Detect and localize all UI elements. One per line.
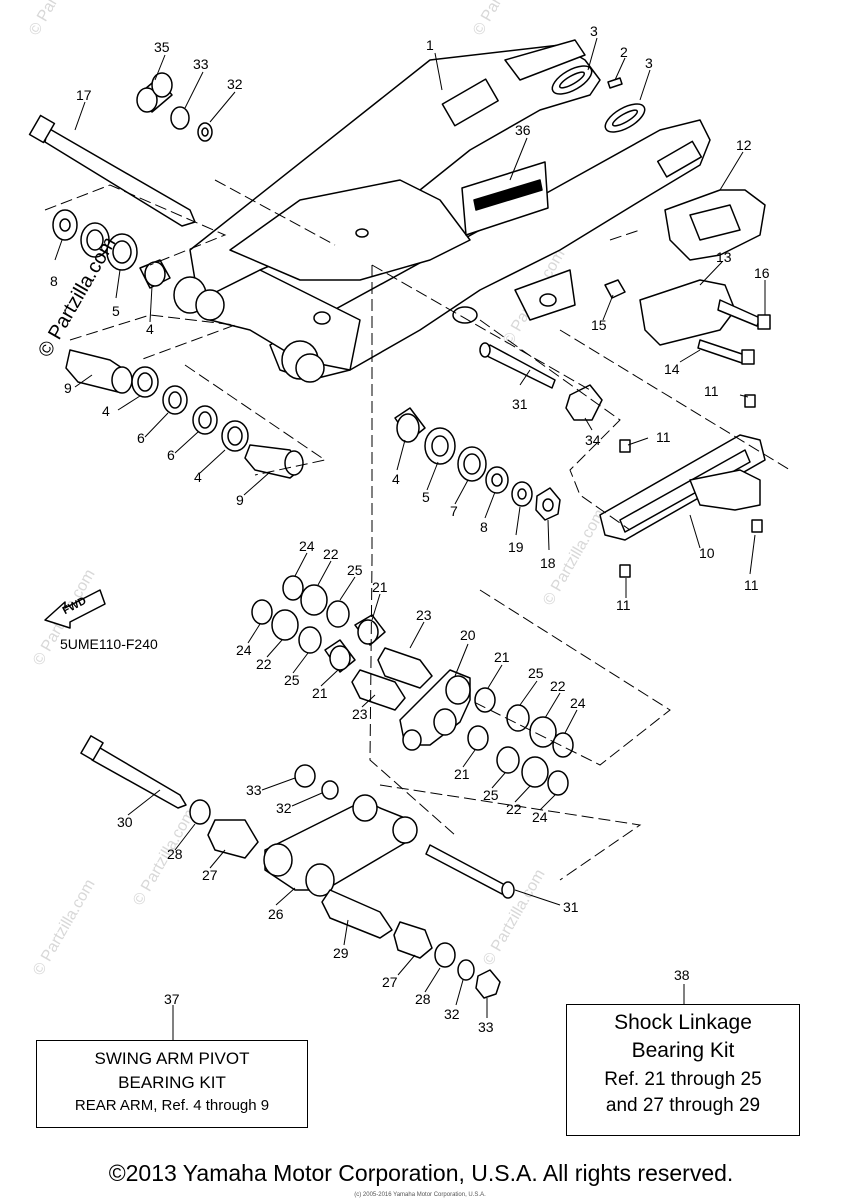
- callout-18: 18: [540, 555, 556, 571]
- callout-31: 31: [512, 396, 528, 412]
- callout-11: 11: [704, 383, 719, 399]
- callout-9: 9: [236, 492, 244, 508]
- callout-3: 3: [590, 23, 598, 39]
- callout-24: 24: [236, 642, 252, 658]
- callout-12: 12: [736, 137, 752, 153]
- copyright-footer: ©2013 Yamaha Motor Corporation, U.S.A. A…: [108, 1160, 734, 1186]
- kit-37-line1: SWING ARM PIVOT: [94, 1049, 250, 1068]
- callout-22: 22: [256, 656, 272, 672]
- callout-11: 11: [744, 577, 759, 593]
- part-code: 5UME110-F240: [60, 636, 158, 652]
- callout-4: 4: [102, 403, 110, 419]
- callout-11: 11: [656, 429, 671, 445]
- callout-25: 25: [347, 562, 363, 578]
- kit-38-line4: and 27 through 29: [605, 1095, 761, 1116]
- callout-23: 23: [352, 706, 368, 722]
- callout-25: 25: [528, 665, 544, 681]
- callout-26: 26: [268, 906, 284, 922]
- callout-21: 21: [372, 579, 388, 595]
- callout-27: 27: [202, 867, 218, 883]
- kit-37-box: SWING ARM PIVOT BEARING KIT REAR ARM, Re…: [36, 1040, 308, 1128]
- callout-31: 31: [563, 899, 579, 915]
- callout-34: 34: [585, 432, 601, 448]
- callout-23: 23: [416, 607, 432, 623]
- callout-22: 22: [323, 546, 339, 562]
- callout-15: 15: [591, 317, 607, 333]
- callout-32: 32: [276, 800, 292, 816]
- callout-11: 11: [616, 597, 631, 613]
- callout-21: 21: [494, 649, 510, 665]
- callout-8: 8: [50, 273, 58, 289]
- callout-29: 29: [333, 945, 349, 961]
- callout-4: 4: [194, 469, 202, 485]
- fine-print: (c) 2005-2016 Yamaha Motor Corporation, …: [354, 1192, 486, 1198]
- callout-22: 22: [506, 801, 522, 817]
- fwd-arrow-icon: [44, 589, 106, 629]
- callout-6: 6: [137, 430, 145, 446]
- callout-24: 24: [299, 538, 315, 554]
- callout-13: 13: [716, 249, 732, 265]
- kit-37-line3: REAR ARM, Ref. 4 through 9: [74, 1097, 270, 1114]
- kit-38-line2: Bearing Kit: [631, 1039, 735, 1062]
- callout-5: 5: [422, 489, 430, 505]
- callout-32: 32: [444, 1006, 460, 1022]
- kit-38-line3: Ref. 21 through 25: [604, 1069, 762, 1090]
- callout-24: 24: [570, 695, 586, 711]
- callout-16: 16: [754, 265, 770, 281]
- callout-30: 30: [117, 814, 133, 830]
- kit-38-box: Shock Linkage Bearing Kit Ref. 21 throug…: [566, 1004, 800, 1136]
- callout-3: 3: [645, 55, 653, 71]
- callout-24: 24: [532, 809, 548, 825]
- callout-25: 25: [483, 787, 499, 803]
- callout-25: 25: [284, 672, 300, 688]
- callout-21: 21: [312, 685, 328, 701]
- callout-37: 37: [164, 991, 180, 1007]
- callout-10: 10: [699, 545, 715, 561]
- callout-14: 14: [664, 361, 680, 377]
- callout-33: 33: [193, 56, 209, 72]
- callout-20: 20: [460, 627, 476, 643]
- callout-1: 1: [426, 37, 434, 53]
- callout-22: 22: [550, 678, 566, 694]
- callout-9: 9: [64, 380, 72, 396]
- callout-32: 32: [227, 76, 243, 92]
- callout-6: 6: [167, 447, 175, 463]
- callout-33: 33: [478, 1019, 494, 1035]
- kit-37-line2: BEARING KIT: [118, 1073, 226, 1092]
- callout-2: 2: [620, 44, 628, 60]
- callout-5: 5: [112, 303, 120, 319]
- callout-28: 28: [167, 846, 183, 862]
- kit-38-line1: Shock Linkage: [614, 1011, 752, 1034]
- callout-4: 4: [392, 471, 400, 487]
- callout-38: 38: [674, 967, 690, 983]
- callout-28: 28: [415, 991, 431, 1007]
- callout-8: 8: [480, 519, 488, 535]
- callout-35: 35: [154, 39, 170, 55]
- callout-17: 17: [76, 87, 92, 103]
- callout-27: 27: [382, 974, 398, 990]
- callout-21: 21: [454, 766, 470, 782]
- callout-36: 36: [515, 122, 531, 138]
- callout-19: 19: [508, 539, 524, 555]
- callout-7: 7: [450, 503, 458, 519]
- callout-33: 33: [246, 782, 262, 798]
- callout-4: 4: [146, 321, 154, 337]
